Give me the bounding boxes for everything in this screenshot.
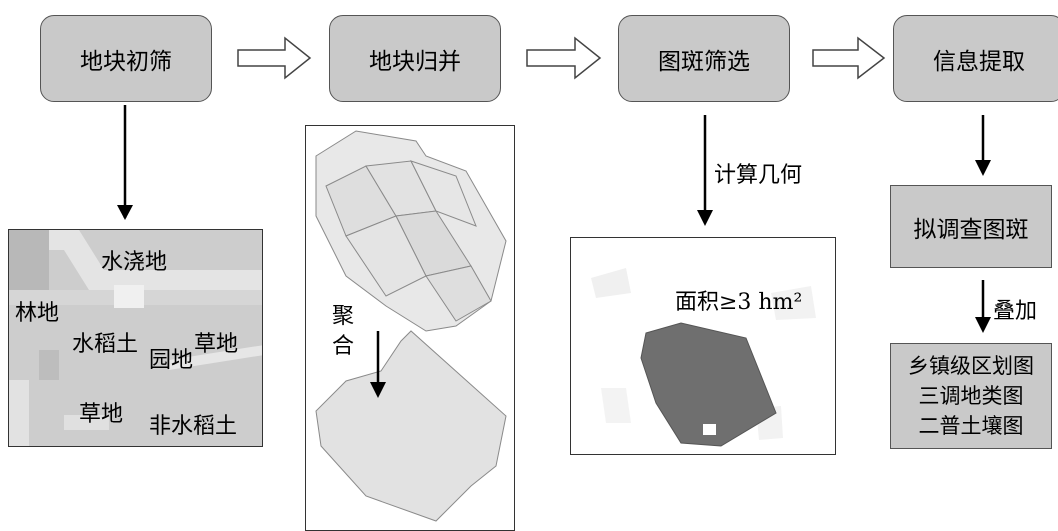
- candidate-patch-box: 拟调查图斑: [890, 185, 1052, 268]
- label-irrigated-land: 水浇地: [101, 250, 168, 275]
- block-arrow-3: [812, 36, 886, 80]
- label-area-threshold: 面积≥3 hm²: [675, 290, 803, 315]
- step-initial-screening: 地块初筛: [40, 15, 212, 102]
- block-arrow-2: [526, 36, 602, 80]
- label-grassland-2: 草地: [79, 402, 124, 427]
- source-soil-map: 二普土壤图: [918, 414, 1024, 438]
- fragmented-parcels: [315, 130, 507, 332]
- parcel-merge-panel: 聚 合: [305, 125, 515, 531]
- source-township-map: 乡镇级区划图: [908, 354, 1034, 378]
- label-aggregate: 聚 合: [332, 302, 354, 362]
- step-info-extraction: 信息提取: [893, 15, 1058, 102]
- parcel-merge-graphic: [315, 130, 507, 522]
- label-overlay: 叠加: [993, 299, 1038, 324]
- landuse-map-graphic: [9, 230, 262, 446]
- step-patch-filter: 图斑筛选: [618, 15, 790, 102]
- block-arrow-1: [237, 36, 312, 80]
- label-compute-geometry: 计算几何: [714, 163, 803, 188]
- landuse-map-panel: 水浇地 林地 水稻土 园地 草地 草地 非水稻土: [8, 229, 263, 447]
- label-grassland-1: 草地: [194, 332, 239, 357]
- selected-patch: [640, 322, 777, 447]
- area-filter-panel: 面积≥3 hm²: [570, 237, 836, 455]
- source-landuse-map: 三调地类图: [918, 384, 1024, 408]
- label-paddy-soil: 水稻土: [72, 332, 139, 357]
- step-merge: 地块归并: [329, 15, 501, 102]
- source-layers-box: 乡镇级区划图 三调地类图 二普土壤图: [890, 343, 1052, 449]
- label-garden-land: 园地: [149, 348, 194, 373]
- area-filter-graphic: [591, 268, 816, 447]
- label-forest-land: 林地: [15, 301, 60, 326]
- label-non-paddy-soil: 非水稻土: [149, 414, 238, 439]
- label-aggregate-char-2: 合: [332, 334, 355, 359]
- label-aggregate-char-1: 聚: [332, 304, 355, 329]
- merged-parcel: [315, 330, 507, 522]
